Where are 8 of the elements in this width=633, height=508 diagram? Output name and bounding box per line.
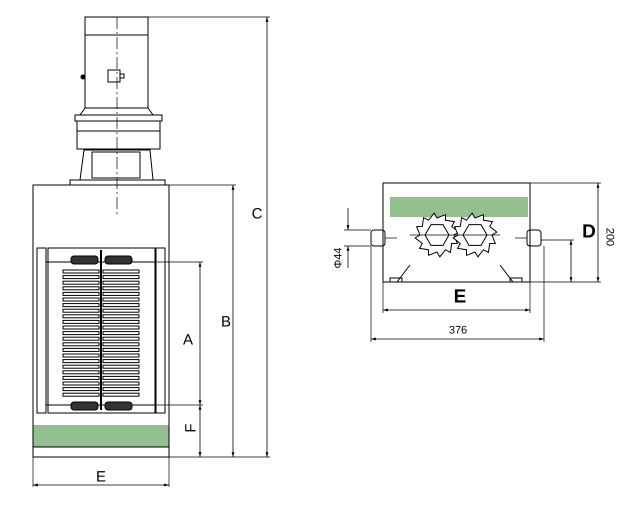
- dimension-label: E: [95, 470, 107, 484]
- dimension-label: C: [250, 206, 264, 222]
- dimension-label: F: [184, 422, 198, 434]
- dimension-label: A: [182, 332, 194, 348]
- dimension-label: 376: [448, 326, 468, 336]
- dimension-label: Φ44: [334, 246, 344, 270]
- dimension-label: B: [220, 314, 232, 330]
- dimension-label: 200: [604, 226, 614, 248]
